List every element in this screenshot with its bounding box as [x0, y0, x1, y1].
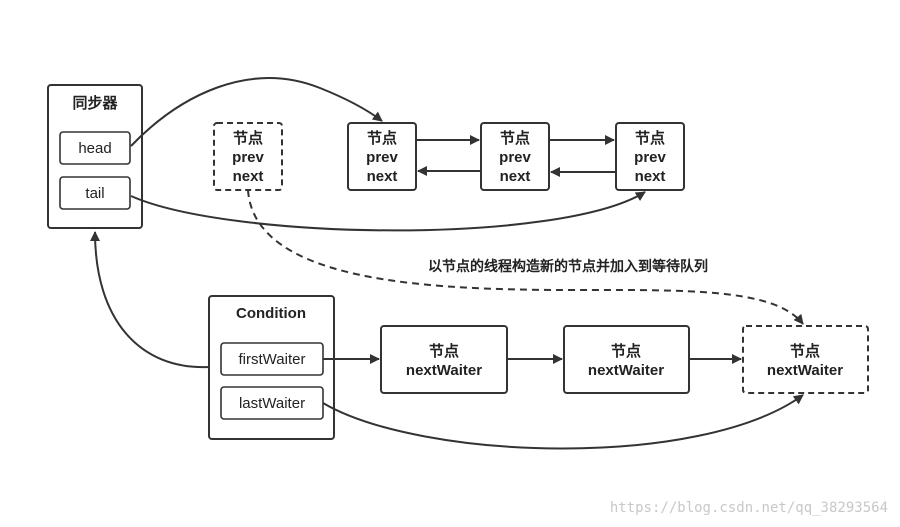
- sync-node-0-next: next: [233, 168, 264, 185]
- synchronizer-title: 同步器: [72, 95, 118, 112]
- tail-label: tail: [85, 185, 104, 202]
- arrow-tail-to-node: [130, 191, 646, 232]
- condition-title: Condition: [236, 305, 306, 322]
- arrow-condition-to-sync: [90, 231, 210, 369]
- arrow-dashed-enqueue: [247, 189, 804, 325]
- sync-node-1-next: next: [367, 168, 398, 185]
- sync-node-2-title: 节点: [500, 129, 530, 147]
- wait-node-2-next-waiter: nextWaiter: [767, 362, 843, 379]
- wait-node-0-next-waiter: nextWaiter: [406, 362, 482, 379]
- sync-node-1: 节点 prev next: [347, 122, 417, 191]
- head-label: head: [78, 140, 111, 157]
- enqueue-caption: 以节点的线程构造新的节点并加入到等待队列: [428, 258, 708, 274]
- sync-node-2-prev: prev: [499, 149, 531, 166]
- watermark: https://blog.csdn.net/qq_38293564: [610, 500, 888, 516]
- sync-node-2-next: next: [500, 168, 531, 185]
- last-waiter-label: lastWaiter: [239, 395, 305, 412]
- first-waiter-label: firstWaiter: [239, 351, 306, 368]
- wait-node-2: 节点 nextWaiter: [742, 325, 869, 394]
- wait-node-0-title: 节点: [429, 342, 459, 360]
- sync-node-3: 节点 prev next: [615, 122, 685, 191]
- wait-node-0: 节点 nextWaiter: [380, 325, 508, 394]
- wait-node-1: 节点 nextWaiter: [563, 325, 690, 394]
- sync-node-2: 节点 prev next: [480, 122, 550, 191]
- head-field: [59, 131, 131, 165]
- sync-node-1-title: 节点: [367, 129, 397, 147]
- wait-node-1-title: 节点: [611, 342, 641, 360]
- wait-node-1-next-waiter: nextWaiter: [588, 362, 664, 379]
- sync-node-0-title: 节点: [233, 129, 263, 147]
- arrow-head-to-node: [130, 77, 383, 147]
- arrow-last-waiter: [322, 394, 804, 450]
- synchronizer: 同步器 head tail: [47, 84, 143, 229]
- sync-node-3-title: 节点: [635, 129, 665, 147]
- sync-node-3-prev: prev: [634, 149, 666, 166]
- tail-field: [59, 176, 131, 210]
- sync-node-3-next: next: [635, 168, 666, 185]
- condition: Condition firstWaiter lastWaiter: [208, 295, 335, 440]
- sync-node-0: 节点 prev next: [213, 122, 283, 191]
- wait-node-2-title: 节点: [790, 342, 820, 360]
- sync-node-1-prev: prev: [366, 149, 398, 166]
- sync-node-0-prev: prev: [232, 149, 264, 166]
